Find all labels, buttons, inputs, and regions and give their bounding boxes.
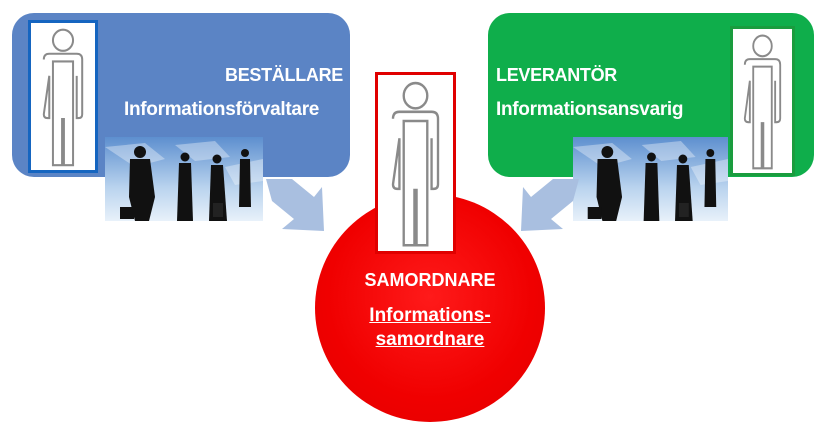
arrow-right-to-center [503,175,583,235]
leverantor-title: LEVERANTÖR [496,65,617,86]
bestallare-title: BESTÄLLARE [225,65,343,86]
leverantor-subtitle: Informationsansvarig [496,99,683,121]
person-outline-icon [733,29,792,173]
arrow-left-to-center [262,175,342,235]
leverantor-person-frame [730,26,795,176]
samordnare-person-frame [375,72,456,254]
person-outline-icon [31,23,95,170]
person-outline-icon [378,75,453,251]
samordnare-subtitle-line1: Informations- [315,305,545,327]
business-people-photo-left [105,137,263,221]
samordnare-title: SAMORDNARE [315,270,545,291]
samordnare-subtitle-line2: samordnare [315,329,545,351]
business-people-photo-right [573,137,728,221]
bestallare-person-frame [28,20,98,173]
bestallare-subtitle: Informationsförvaltare [124,99,319,121]
